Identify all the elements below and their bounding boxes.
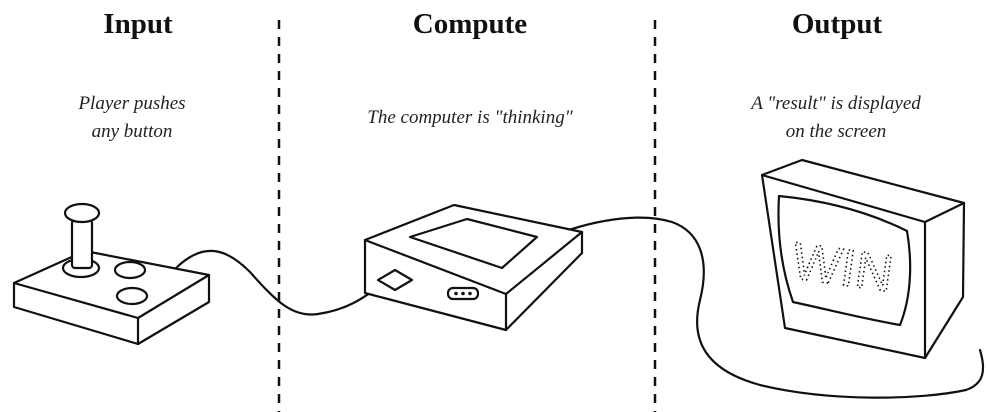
monitor-cable: [546, 216, 985, 399]
joystick-controller-icon: [12, 202, 211, 346]
input-caption-line: Player pushes: [78, 93, 186, 114]
compute-heading: Compute: [412, 8, 528, 40]
output-caption-line: A "result" is displayed: [751, 93, 921, 114]
compute-caption-line: The computer is "thinking": [367, 107, 573, 128]
input-caption: Player pushes any button: [32, 90, 232, 146]
joystick-cable: [174, 249, 385, 316]
monitor-icon: [760, 158, 966, 360]
input-heading: Input: [103, 8, 173, 40]
computer-box-icon: [363, 203, 584, 332]
output-caption: A "result" is displayed on the screen: [686, 90, 986, 146]
compute-caption: The computer is "thinking": [300, 104, 640, 132]
output-heading: Output: [791, 8, 883, 40]
input-caption-line: any button: [91, 121, 173, 142]
output-caption-line: on the screen: [785, 121, 887, 142]
